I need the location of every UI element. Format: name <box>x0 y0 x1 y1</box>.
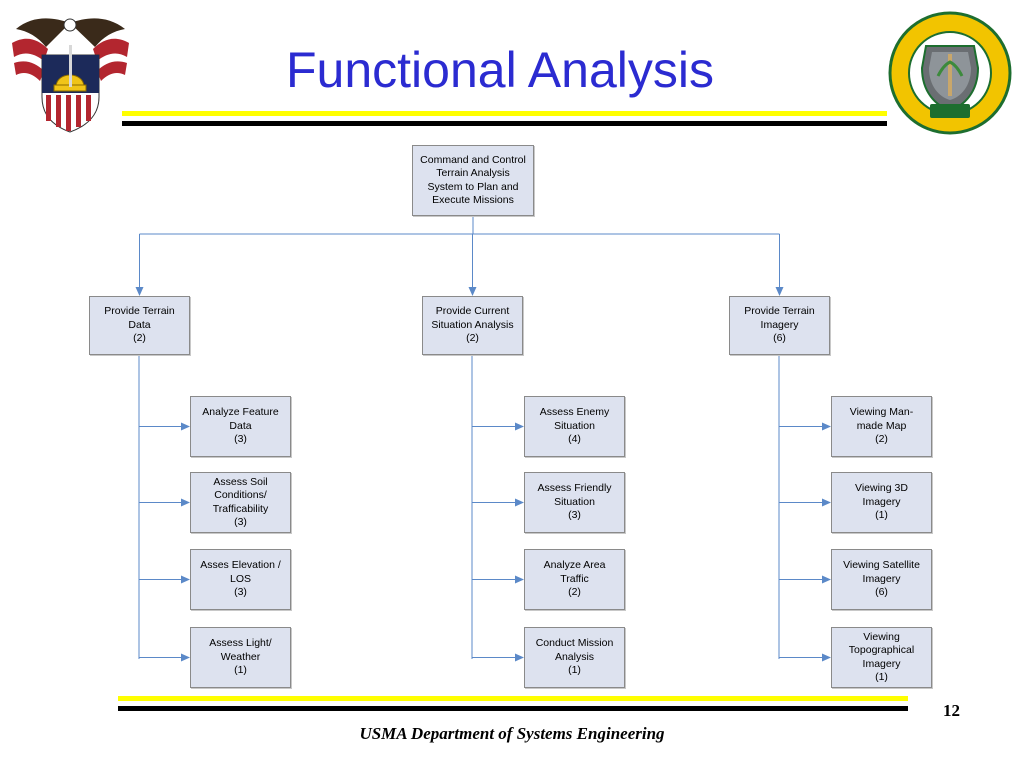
child-arrow <box>822 422 831 431</box>
footer-rule-black <box>118 706 908 711</box>
footer-text: USMA Department of Systems Engineering <box>359 724 665 743</box>
child-arrow <box>515 422 524 431</box>
child-node-line: (4) <box>568 433 581 446</box>
child-arrow <box>822 575 831 584</box>
child-node-line: Analysis <box>554 650 595 663</box>
root-node-line: System to Plan and <box>427 180 519 193</box>
child-node-line: Assess Enemy <box>539 406 610 419</box>
root-node-line: Terrain Analysis <box>436 167 510 179</box>
child-node-line: Traffic <box>560 572 589 585</box>
child-node-line: Situation <box>554 419 595 432</box>
child-arrow <box>515 498 524 507</box>
child-node-line: Weather <box>220 650 261 663</box>
child-node-line: LOS <box>229 572 251 585</box>
child-node-line: made Map <box>856 419 907 432</box>
branch-node-line: Situation Analysis <box>431 318 514 331</box>
branch-node-line: (2) <box>466 332 479 345</box>
child-node-line: Asses Elevation / <box>200 559 281 572</box>
child-node-line: Viewing <box>863 630 900 643</box>
branch-node-line: Provide Current <box>435 305 510 318</box>
branch-node-line: (2) <box>133 332 146 345</box>
child-node-line: Analyze Feature <box>202 406 279 419</box>
child-arrow <box>181 422 190 431</box>
branch-node-line: Data <box>128 318 151 331</box>
child-node-line: (1) <box>568 664 581 677</box>
branch-node-line: (6) <box>773 332 786 345</box>
child-node-line: (3) <box>234 586 247 599</box>
branch-node-line: Provide Terrain <box>744 305 815 318</box>
branch-node-line: Imagery <box>760 318 799 331</box>
header-rule-black <box>122 121 887 126</box>
child-arrow <box>822 653 831 662</box>
child-node-line: Assess Friendly <box>537 482 612 495</box>
page-number: 12 <box>943 701 960 720</box>
root-node-line: Command and Control <box>420 153 526 166</box>
child-arrow <box>515 575 524 584</box>
systems-engineering-seal-icon <box>888 11 1012 135</box>
child-arrow <box>822 498 831 507</box>
child-node: Asses Elevation /LOS(3) <box>190 549 291 610</box>
child-node-line: Analyze Area <box>543 559 606 572</box>
slide-title: Functional Analysis <box>285 42 714 98</box>
usma-crest-icon <box>12 18 129 133</box>
branch-arrow <box>775 287 784 296</box>
child-node-line: Imagery <box>862 572 901 585</box>
child-node-line: Viewing Man- <box>849 406 914 419</box>
child-node-line: (2) <box>568 586 581 599</box>
branch-node-line: Provide Terrain <box>104 305 175 318</box>
root-node-line: Execute Missions <box>432 194 514 206</box>
child-node-line: Topographical <box>848 644 915 656</box>
branch-arrow <box>135 287 144 296</box>
child-node-line: Imagery <box>862 657 901 670</box>
child-arrow <box>515 653 524 662</box>
child-node-line: (1) <box>875 509 888 522</box>
child-node-line: Viewing 3D <box>855 482 908 495</box>
child-node-line: Imagery <box>862 495 901 508</box>
child-node: Viewing Man-made Map(2) <box>831 396 932 457</box>
child-node-line: Assess Light/ <box>209 637 272 650</box>
child-node-line: Assess Soil <box>213 475 268 488</box>
child-node-line: Conduct Mission <box>535 637 614 650</box>
child-arrow <box>181 498 190 507</box>
child-node-line: Conditions/ <box>214 489 267 501</box>
child-node-line: (1) <box>875 671 888 683</box>
child-node-line: Trafficability <box>212 502 269 515</box>
child-arrow <box>181 653 190 662</box>
child-node-line: (3) <box>234 433 247 446</box>
child-node: Assess Light/Weather(1) <box>190 627 291 688</box>
child-node-line: (3) <box>234 516 247 528</box>
header-rule-yellow <box>122 111 887 116</box>
child-node-line: (1) <box>234 664 247 677</box>
child-node-line: (6) <box>875 586 888 599</box>
child-node-line: (3) <box>568 509 581 522</box>
child-node-line: (2) <box>875 433 888 446</box>
child-node-line: Situation <box>554 495 595 508</box>
child-arrow <box>181 575 190 584</box>
child-node-line: Viewing Satellite <box>843 559 920 572</box>
child-node-line: Data <box>229 419 252 432</box>
branch-arrow <box>468 287 477 296</box>
footer-rule-yellow <box>118 696 908 701</box>
